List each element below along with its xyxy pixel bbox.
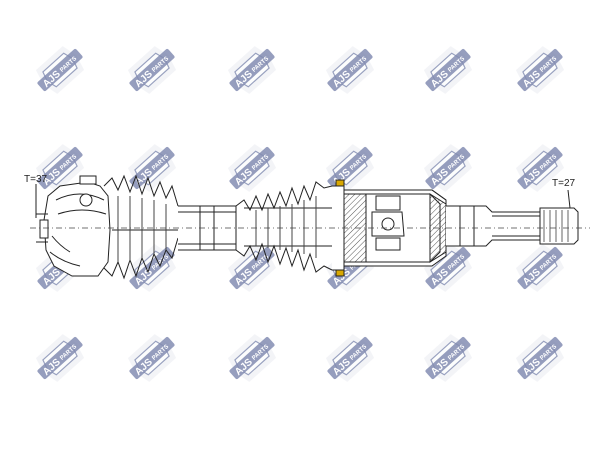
inner-cv-joint — [332, 179, 447, 277]
outer-boot — [103, 174, 179, 280]
left-spline-label: T=37 — [24, 174, 48, 185]
shaft — [178, 205, 237, 251]
outer-cv-joint — [36, 175, 111, 277]
right-spline-label: T=27 — [552, 178, 576, 189]
drive-shaft — [30, 174, 590, 280]
right-label-leader — [567, 189, 571, 209]
inner-stub-shaft — [446, 205, 579, 247]
